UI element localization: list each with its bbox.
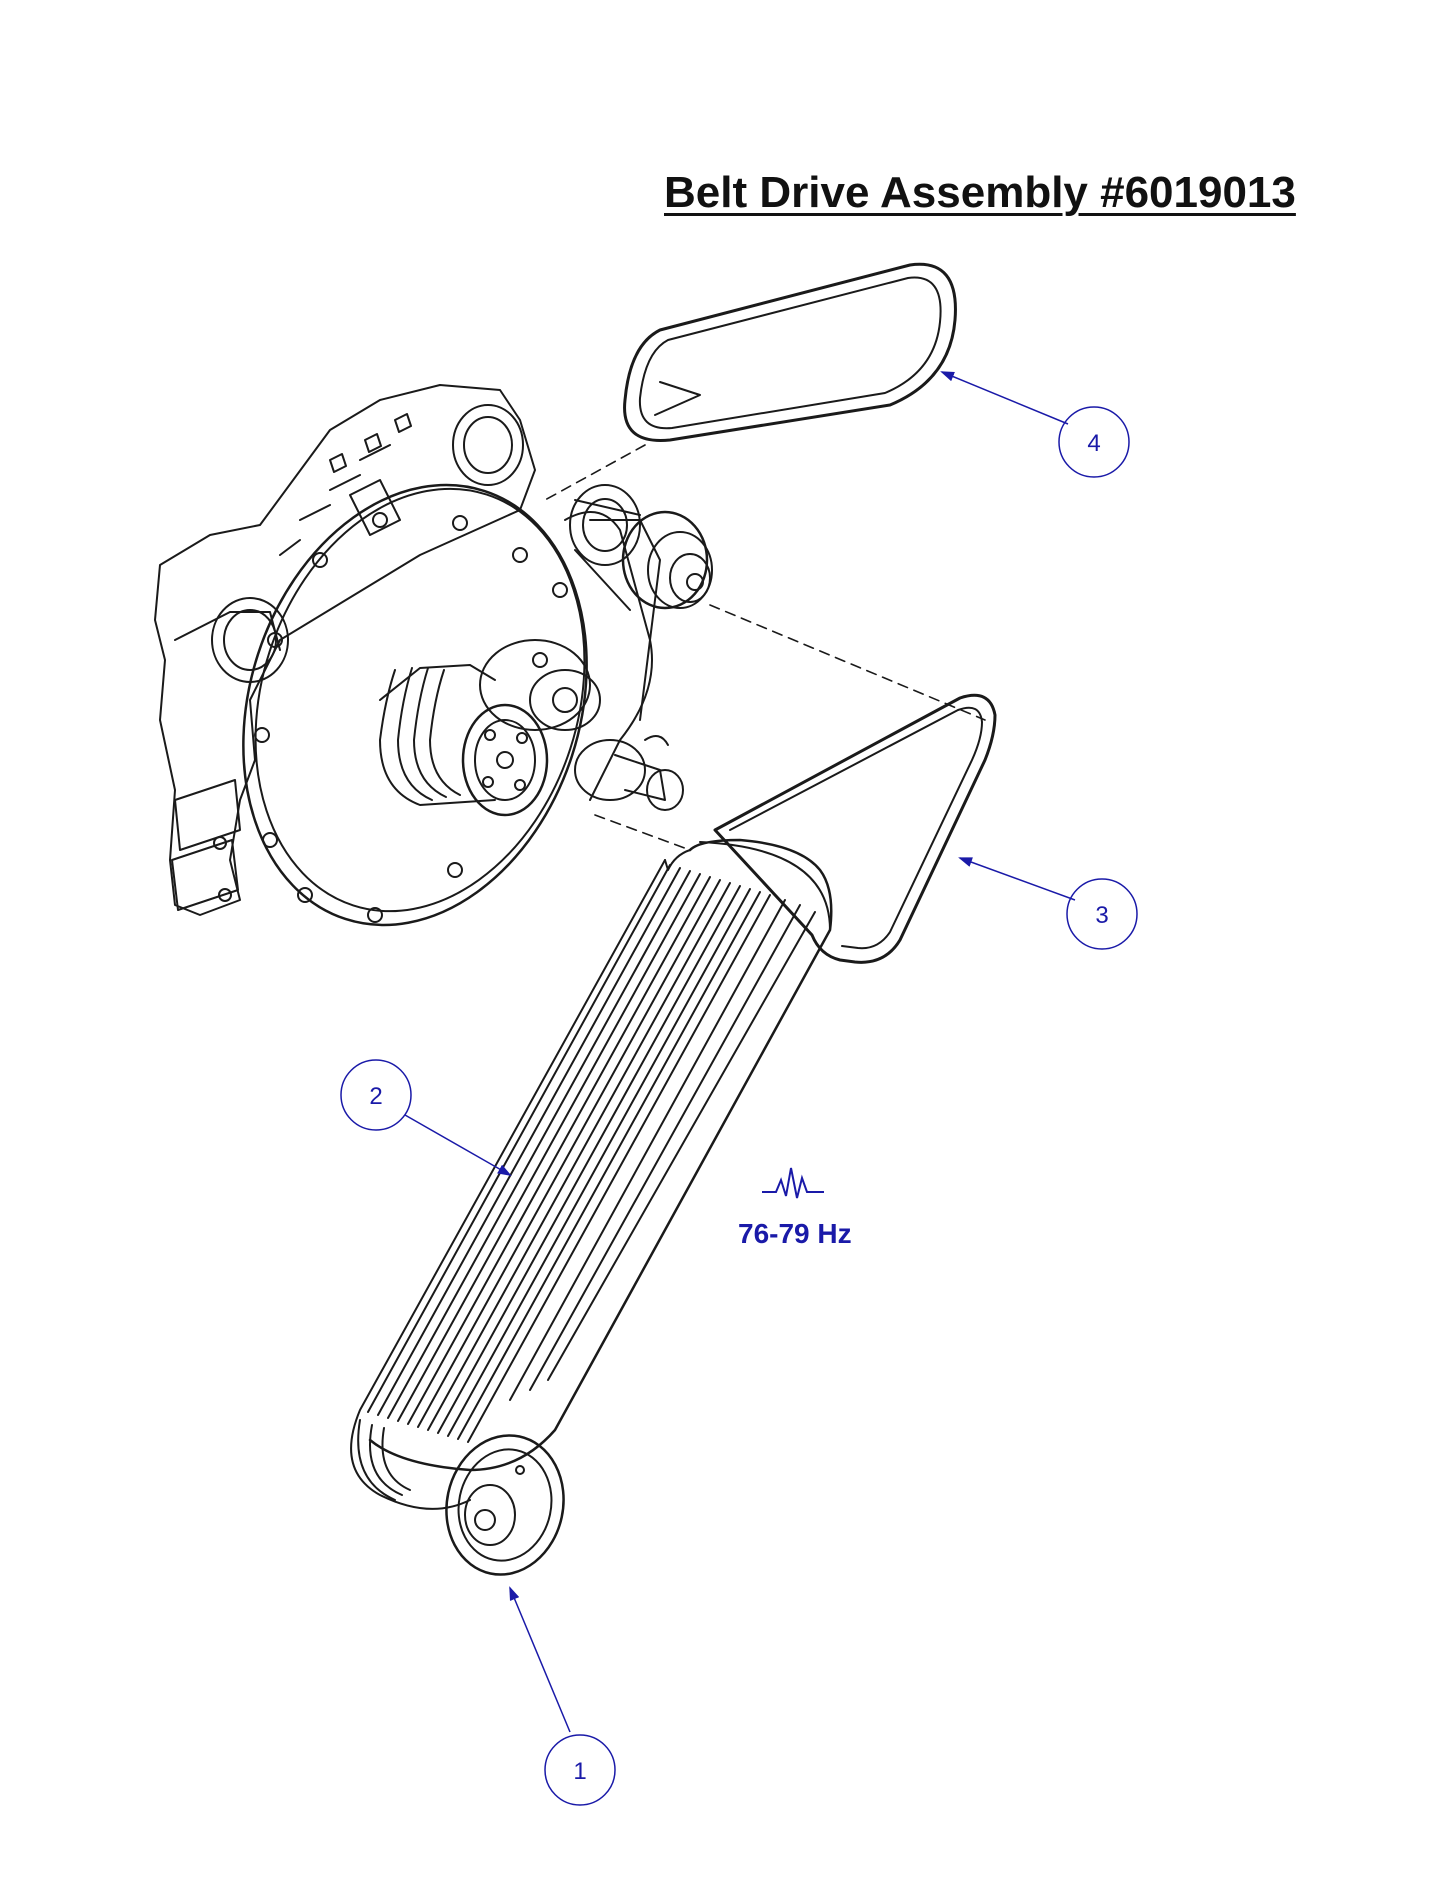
v-belt-triangle <box>713 693 997 964</box>
tensioner-pulleys <box>569 484 713 611</box>
callout-leader-4 <box>940 371 1069 425</box>
callout-circle-2 <box>340 1059 412 1131</box>
callout-label-3: 3 <box>1095 902 1108 929</box>
callout-leader-2 <box>404 1114 512 1176</box>
callout-label-2: 2 <box>369 1083 382 1110</box>
engine-housing <box>154 384 536 916</box>
callout-leader-1 <box>509 1586 571 1733</box>
callout-label-4: 4 <box>1087 430 1100 457</box>
alternator-assembly <box>479 511 684 811</box>
crank-pulley <box>379 664 549 817</box>
v-belt-loop <box>623 262 957 442</box>
alignment-lines <box>544 444 986 851</box>
callout-label-1: 1 <box>573 1758 586 1785</box>
callout-leader-3 <box>958 857 1076 901</box>
multi-rib-belt <box>350 838 833 1510</box>
frequency-label: 76-79 Hz <box>738 1218 852 1249</box>
drawing-title: Belt Drive Assembly #6019013 <box>664 168 1296 217</box>
callout-circle-3 <box>1066 878 1138 950</box>
waveform-icon <box>762 1167 824 1199</box>
callout-circle-1 <box>544 1734 616 1806</box>
flywheel-disc <box>242 483 588 927</box>
callout-circle-4 <box>1058 406 1130 478</box>
drive-pulley <box>445 1434 565 1576</box>
